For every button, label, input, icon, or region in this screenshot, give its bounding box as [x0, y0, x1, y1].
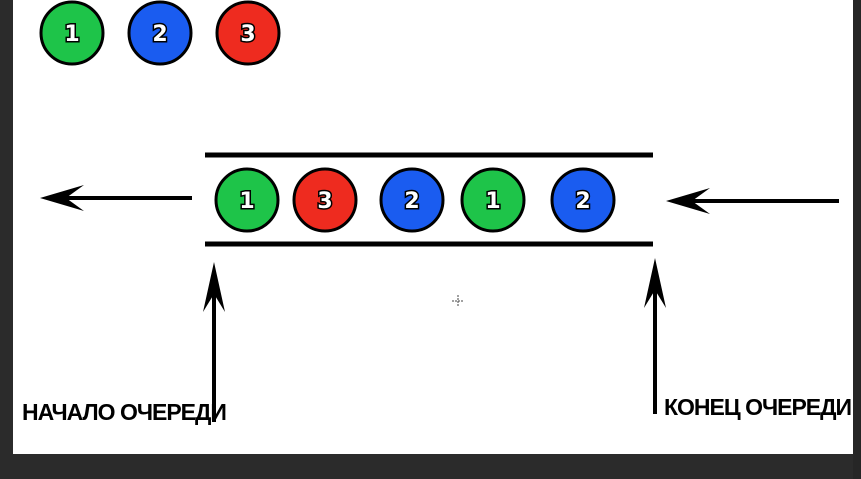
- legend-ball-3-label: 3: [240, 22, 255, 47]
- queue-ball-5-label: 2: [575, 189, 590, 214]
- window-edge: [853, 0, 861, 479]
- diagram-canvas: [13, 0, 853, 454]
- arrow-left-icon: [666, 188, 839, 214]
- legend-ball-1-label: 1: [64, 22, 79, 47]
- arrow-left-icon: [40, 185, 192, 211]
- queue: 1 3 2 1 2: [214, 167, 616, 233]
- legend: 1 2 3: [39, 0, 281, 66]
- legend-ball-3: 3: [215, 0, 281, 66]
- queue-end-label: КОНЕЦ ОЧЕРЕДИ: [664, 394, 851, 420]
- legend-ball-1: 1: [39, 0, 105, 66]
- queue-ball-3: 2: [379, 167, 445, 233]
- queue-ball-2: 3: [292, 167, 358, 233]
- legend-ball-2-label: 2: [152, 22, 167, 47]
- queue-ball-1-label: 1: [239, 189, 254, 214]
- queue-start-label: НАЧАЛО ОЧЕРЕДИ: [22, 399, 226, 425]
- queue-ball-1: 1: [214, 167, 280, 233]
- crosshair-icon: [452, 295, 464, 307]
- queue-ball-4-label: 1: [485, 189, 500, 214]
- arrow-up-icon: [644, 258, 666, 414]
- queue-ball-2-label: 3: [317, 189, 332, 214]
- queue-ball-4: 1: [460, 167, 526, 233]
- legend-ball-2: 2: [127, 0, 193, 66]
- arrow-up-icon: [203, 262, 225, 422]
- queue-ball-5: 2: [550, 167, 616, 233]
- queue-ball-3-label: 2: [404, 189, 419, 214]
